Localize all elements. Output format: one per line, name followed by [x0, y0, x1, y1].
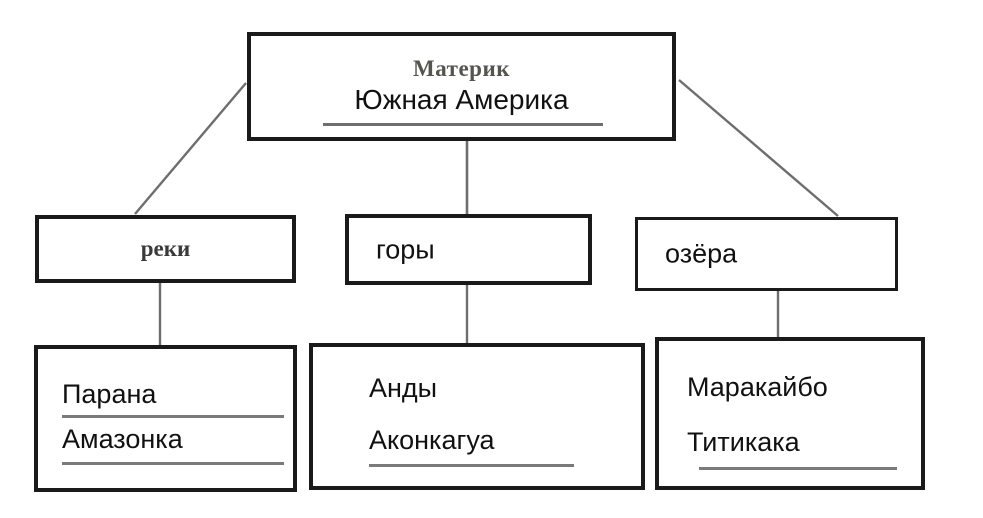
mountain-item-2: Аконкагуа [369, 425, 495, 455]
lake-item-1: Маракайбо [687, 372, 828, 402]
category-label-rivers: реки [140, 236, 191, 261]
river-item-1: Парана [62, 379, 157, 409]
node-lake-list[interactable]: Маракайбо Титикака [655, 337, 925, 490]
continent-heading: Материк [413, 56, 510, 81]
river-item-2: Амазонка [62, 424, 183, 454]
category-label-lakes: озёра [665, 238, 738, 269]
continent-name: Южная Америка [354, 84, 569, 115]
continent-name-underline [323, 123, 603, 126]
node-category-rivers[interactable]: реки [35, 215, 296, 283]
node-continent[interactable]: Материк Южная Америка [247, 32, 676, 141]
node-category-lakes[interactable]: озёра [635, 217, 898, 291]
node-river-list[interactable]: Парана Амазонка [34, 345, 297, 492]
mountain-item-1: Анды [369, 373, 438, 403]
mountain-item-2-underline [369, 464, 574, 467]
node-mountain-list[interactable]: Анды Аконкагуа [309, 343, 645, 490]
node-category-mountains[interactable]: горы [345, 214, 592, 285]
river-item-1-underline [62, 415, 284, 418]
lake-item-2-underline [699, 467, 897, 470]
river-item-2-underline [62, 462, 284, 465]
edge-root-to-lakes [678, 79, 839, 217]
category-label-mountains: горы [376, 234, 435, 264]
edge-root-to-rivers [134, 82, 247, 215]
lake-item-2: Титикака [687, 427, 800, 457]
